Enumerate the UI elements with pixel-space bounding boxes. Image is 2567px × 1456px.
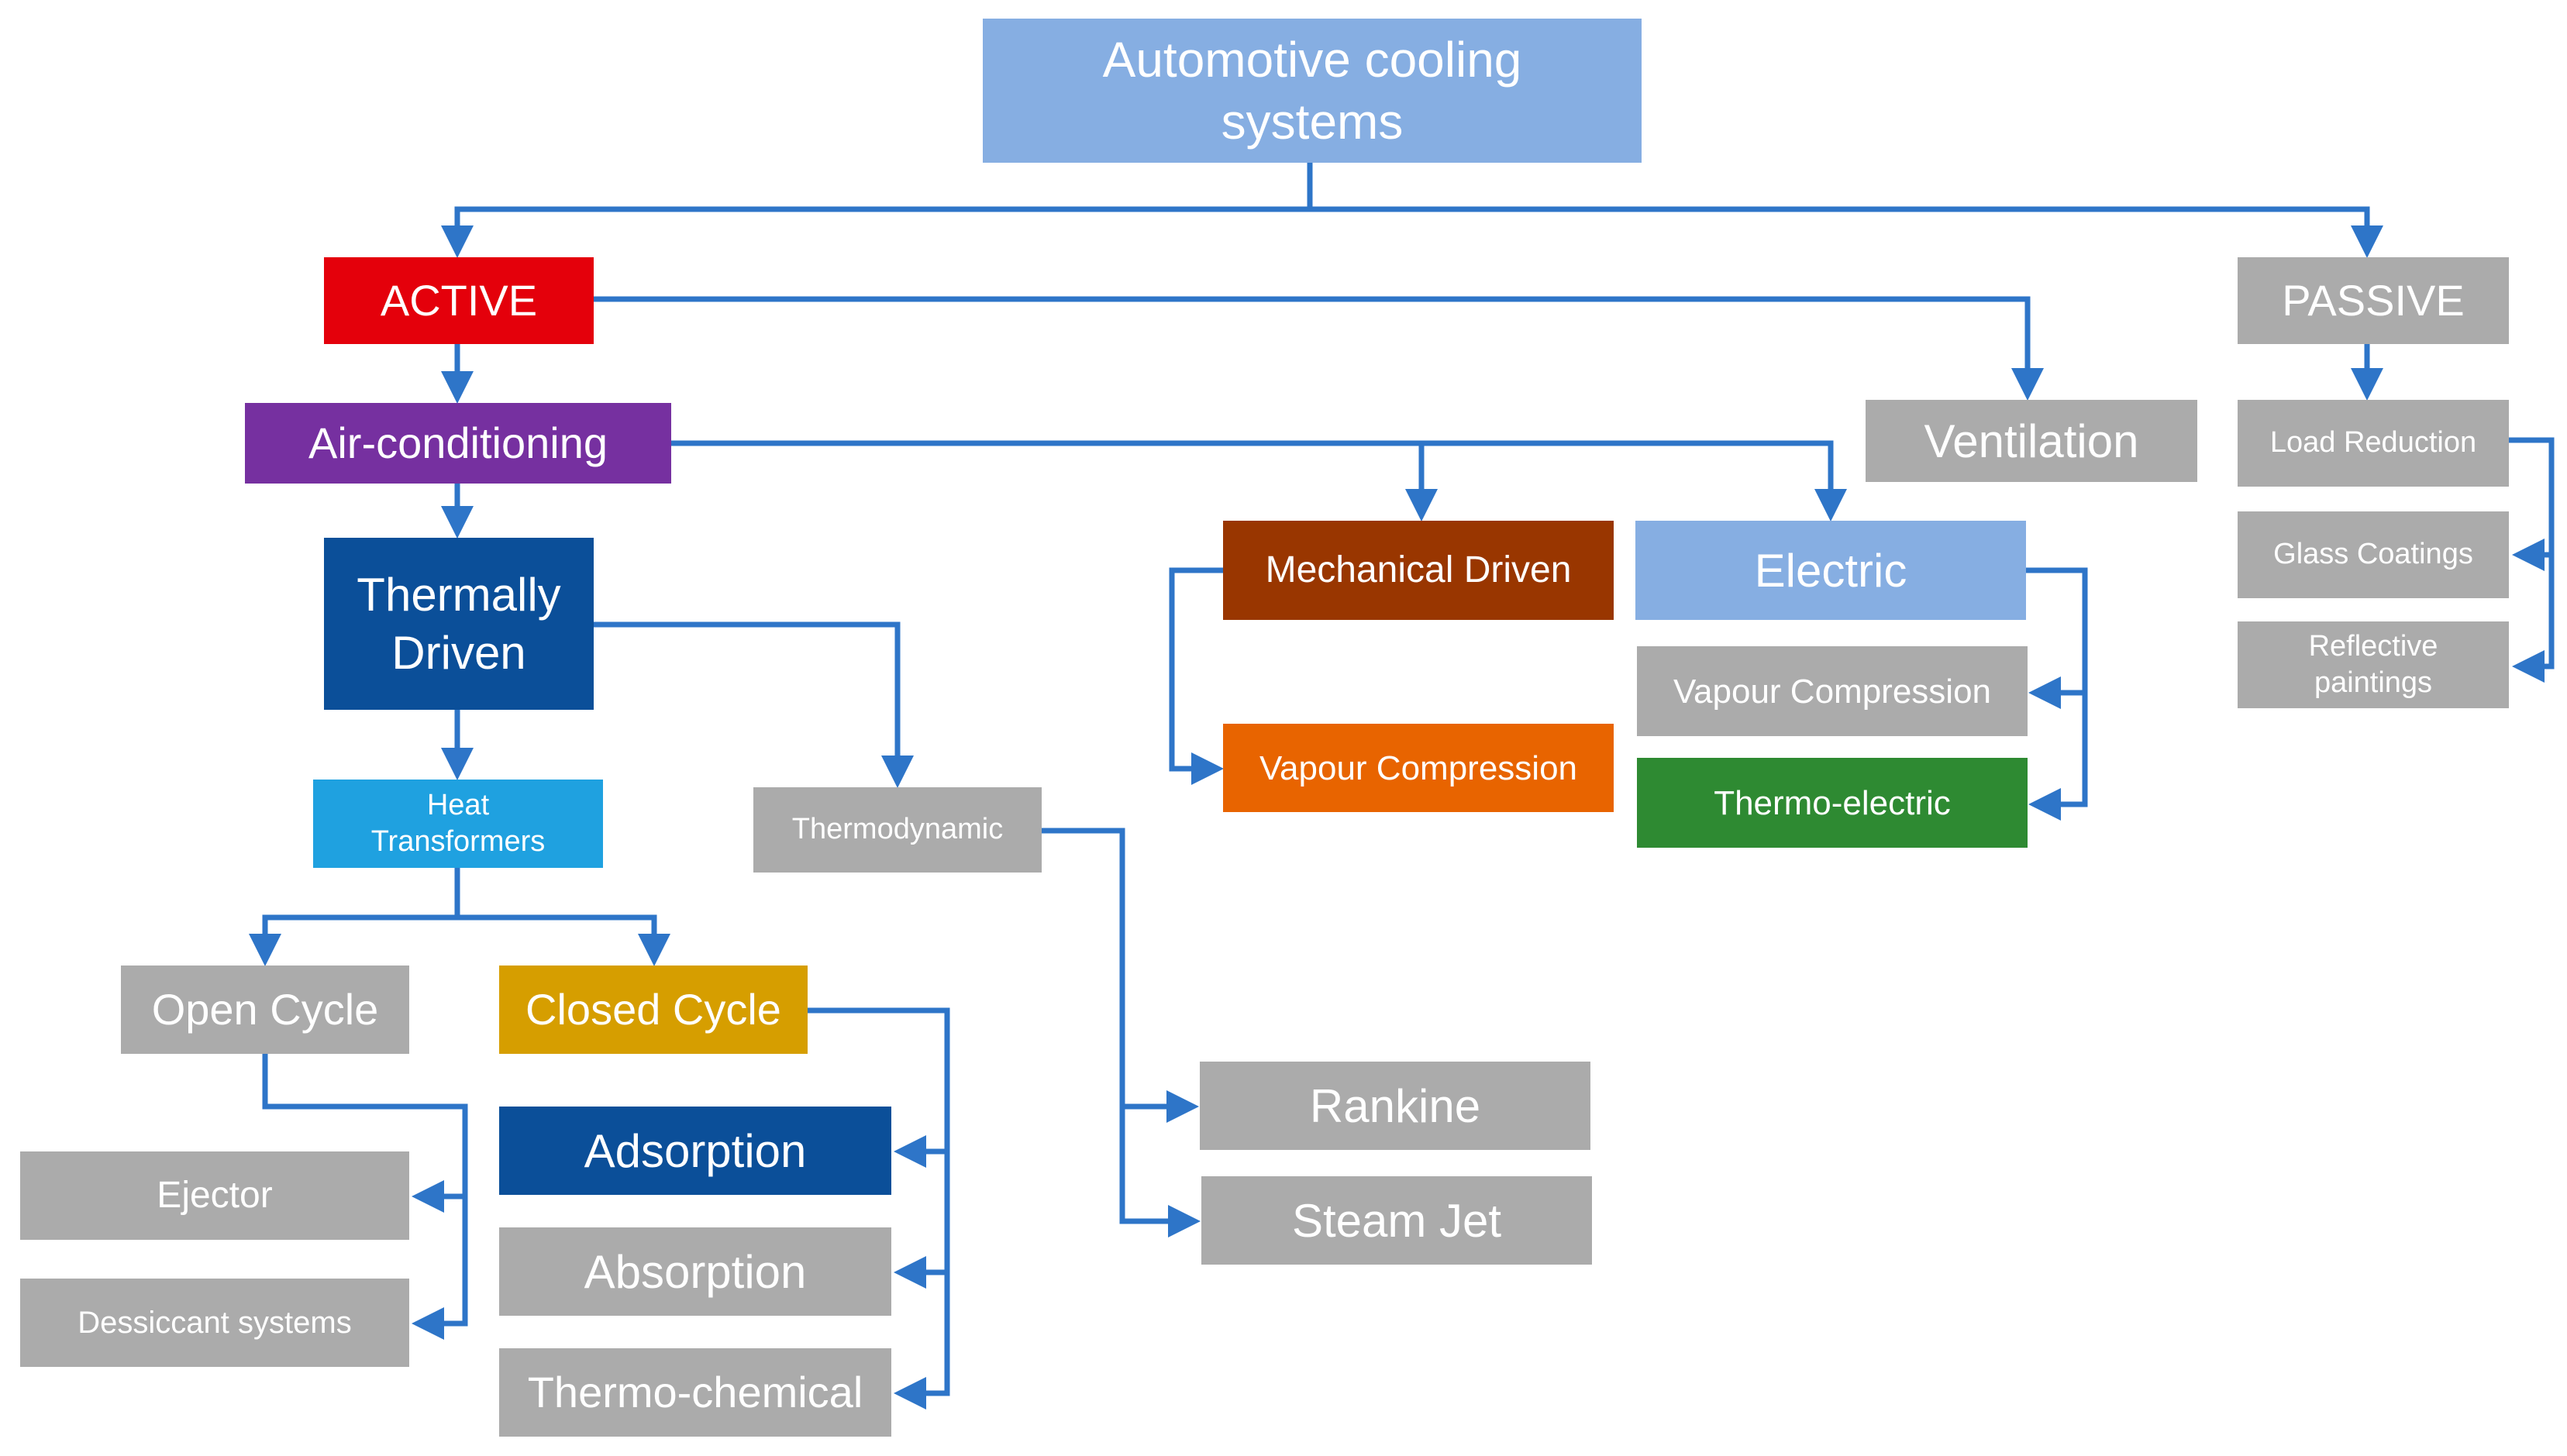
node-thermodynamic: Thermodynamic <box>753 787 1042 873</box>
node-vapour-compression-electric: Vapour Compression <box>1637 646 2028 736</box>
connector-heat-to-open <box>249 868 460 966</box>
node-active: ACTIVE <box>324 257 594 344</box>
node-reflective-paintings: Reflective paintings <box>2238 621 2509 708</box>
connector-load-to-reflective <box>2512 555 2555 683</box>
connector-aircon-to-mechanical <box>671 440 1438 521</box>
connector-mechanical-to-vapour <box>1169 567 1224 785</box>
node-adsorption: Adsorption <box>499 1107 891 1195</box>
node-vapour-compression-mechanical: Vapour Compression <box>1223 724 1614 812</box>
connector-heat-to-closed <box>457 914 670 966</box>
node-air-conditioning: Air-conditioning <box>245 403 671 484</box>
node-open-cycle: Open Cycle <box>121 966 409 1054</box>
connector-electric-to-thermoel <box>2028 693 2088 821</box>
connector-closed-to-adsorption <box>808 1007 950 1168</box>
connector-root-to-active <box>441 163 1313 258</box>
node-absorption: Absorption <box>499 1227 891 1316</box>
connector-open-to-dessiccant <box>412 1196 468 1340</box>
connector-thermo-to-rankine <box>1042 828 1199 1123</box>
connector-root-to-passive <box>1310 206 2383 258</box>
node-thermo-chemical: Thermo-chemical <box>499 1348 891 1437</box>
node-heat-transformers: Heat Transformers <box>313 780 603 868</box>
node-dessiccant-systems: Dessiccant systems <box>20 1279 409 1367</box>
node-electric: Electric <box>1635 521 2026 620</box>
connector-closed-to-absorption <box>894 1151 950 1289</box>
node-closed-cycle: Closed Cycle <box>499 966 808 1054</box>
node-mechanical-driven: Mechanical Driven <box>1223 521 1614 620</box>
node-automotive-cooling-systems: Automotive cooling systems <box>983 19 1642 163</box>
node-thermally-driven: Thermally Driven <box>324 538 594 710</box>
node-ventilation: Ventilation <box>1866 400 2197 482</box>
connector-active-to-ventilation <box>594 296 2044 401</box>
node-thermo-electric: Thermo-electric <box>1637 758 2028 848</box>
node-rankine: Rankine <box>1200 1062 1590 1150</box>
node-ejector: Ejector <box>20 1151 409 1240</box>
connector-aircon-to-electric <box>1421 440 1847 521</box>
node-steam-jet: Steam Jet <box>1201 1176 1592 1265</box>
connector-closed-to-thermochem <box>894 1272 950 1410</box>
connector-thermally-to-thermo <box>594 621 914 788</box>
connector-thermo-to-steamjet <box>1119 1107 1201 1237</box>
node-passive: PASSIVE <box>2238 257 2509 344</box>
node-glass-coatings: Glass Coatings <box>2238 511 2509 598</box>
connector-electric-to-vapour <box>2026 567 2088 709</box>
node-load-reduction: Load Reduction <box>2238 400 2509 487</box>
connector-load-to-glass <box>2509 437 2555 571</box>
connector-open-to-ejector <box>262 1054 468 1213</box>
